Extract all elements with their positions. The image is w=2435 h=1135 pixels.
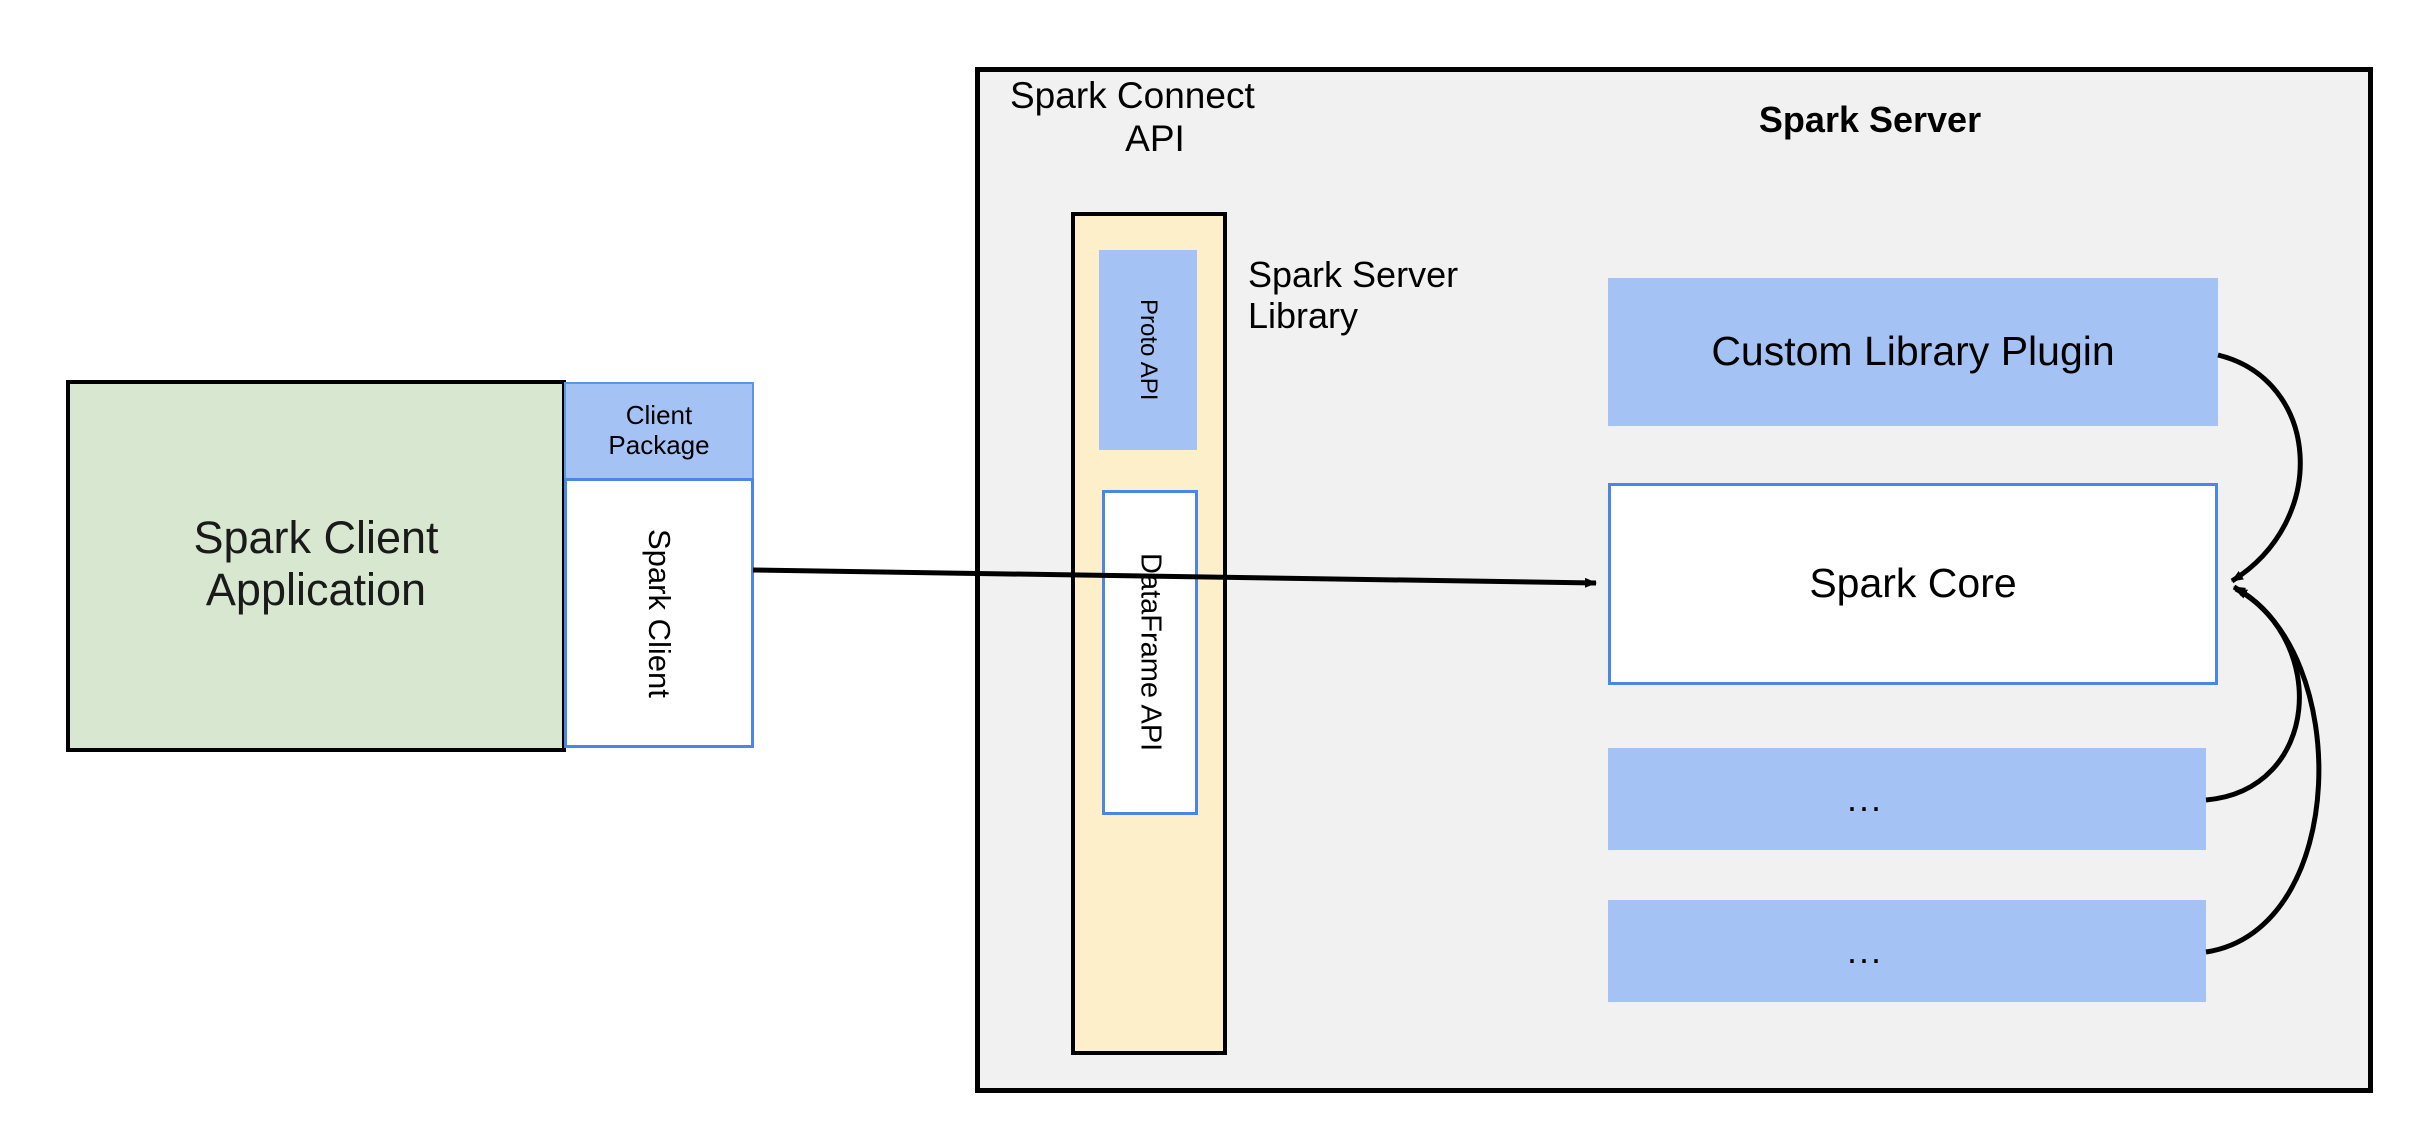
dataframe-api-label: DataFrame API xyxy=(1134,553,1167,752)
spark-connect-api-line2: API xyxy=(1125,118,1185,159)
client-app-line1: Spark Client xyxy=(193,512,439,564)
client-package-label: Client Package xyxy=(608,400,710,461)
spark-server-library-line2: Library xyxy=(1248,295,1359,336)
client-app-line2: Application xyxy=(205,564,427,615)
spark-client-box[interactable]: Spark Client xyxy=(564,478,754,748)
server-component-placeholder-2[interactable]: ... xyxy=(1608,900,2206,1002)
client-package-line2: Package xyxy=(608,430,710,460)
dataframe-api-box[interactable]: DataFrame API xyxy=(1102,490,1198,815)
client-package-box[interactable]: Client Package xyxy=(564,382,754,478)
spark-server-library-label: Spark Server Library xyxy=(1248,245,1548,345)
spark-core-label: Spark Core xyxy=(1809,560,2017,607)
custom-library-plugin-label: Custom Library Plugin xyxy=(1711,328,2115,375)
placeholder-1-label: ... xyxy=(1846,778,1883,820)
spark-connect-api-label: Spark Connect API xyxy=(1010,70,1300,166)
spark-core-box[interactable]: Spark Core xyxy=(1608,483,2218,685)
client-package-line1: Client xyxy=(625,400,693,431)
spark-server-title: Spark Server xyxy=(1758,99,1982,141)
proto-api-label: Proto API xyxy=(1134,299,1162,401)
spark-connect-api-line1: Spark Connect xyxy=(1010,75,1255,117)
placeholder-2-label: ... xyxy=(1846,930,1883,972)
proto-api-box[interactable]: Proto API xyxy=(1099,250,1197,450)
spark-client-application-label: Spark Client Application xyxy=(193,512,438,620)
spark-client-label: Spark Client xyxy=(641,528,677,698)
spark-server-library-line1: Spark Server xyxy=(1248,253,1459,295)
custom-library-plugin-box[interactable]: Custom Library Plugin xyxy=(1608,278,2218,426)
spark-client-application-box[interactable]: Spark Client Application xyxy=(66,380,566,752)
server-component-placeholder-1[interactable]: ... xyxy=(1608,748,2206,850)
